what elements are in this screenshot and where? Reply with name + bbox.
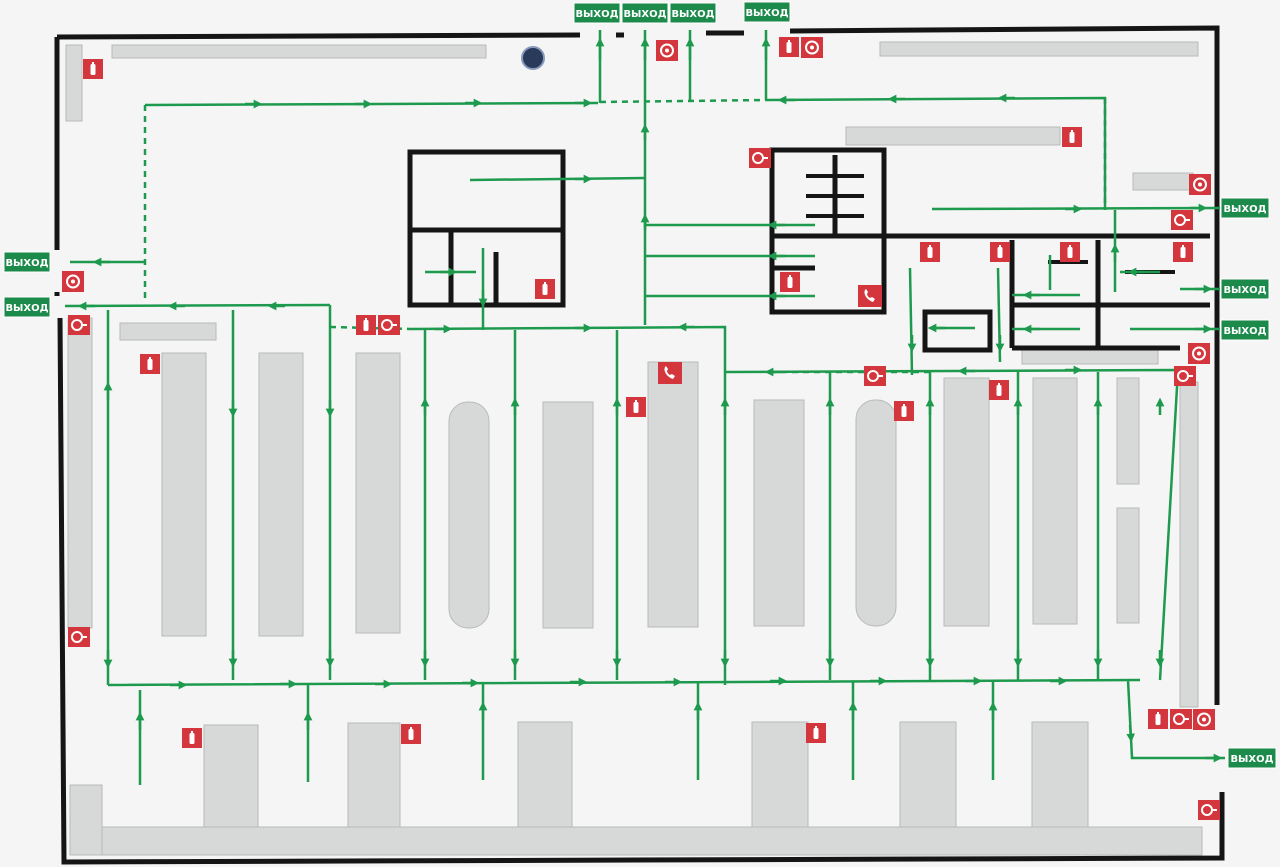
emergency-phone-icon — [858, 285, 882, 307]
fire-extinguisher-icon — [990, 242, 1010, 262]
rack — [101, 826, 1203, 856]
rack — [161, 352, 207, 637]
fire-extinguisher-icon — [780, 272, 800, 292]
fire-extinguisher-icon — [920, 242, 940, 262]
rack — [258, 352, 304, 637]
rack — [1116, 377, 1140, 485]
direction-arrows — [77, 37, 1223, 763]
rack — [65, 44, 83, 122]
rack — [542, 401, 594, 629]
svg-text:ВЫХОД: ВЫХОД — [745, 8, 788, 19]
fire-extinguisher-icon — [779, 37, 799, 57]
fire-alarm-buttons — [62, 37, 1215, 730]
fire-hose-icon — [1171, 210, 1193, 230]
svg-text:ВЫХОД: ВЫХОД — [1223, 326, 1266, 337]
rack — [69, 784, 103, 856]
fire-hose-icon — [68, 315, 90, 335]
rack — [67, 317, 93, 629]
fire-extinguisher-icon — [1148, 709, 1168, 729]
svg-text:ВЫХОД: ВЫХОД — [1223, 285, 1266, 296]
rack — [753, 399, 805, 627]
outer-wall — [56, 25, 1220, 705]
route-path — [143, 98, 1107, 374]
emergency-phone-icon — [658, 362, 682, 384]
rack — [1032, 377, 1078, 625]
fire-hose-cabinets — [68, 148, 1220, 820]
fire-alarm-button-icon — [1193, 709, 1215, 730]
rack — [1179, 381, 1199, 708]
rack — [1116, 507, 1140, 624]
exit-sign-left-2: ВЫХОД — [3, 296, 51, 318]
svg-text:ВЫХОД: ВЫХОД — [623, 9, 666, 20]
outer-wall — [54, 37, 1225, 865]
exit-sign-right-2: ВЫХОД — [1220, 278, 1270, 300]
fire-hose-icon — [1198, 800, 1220, 820]
storage-racks — [65, 41, 1203, 856]
exit-sign-left-1: ВЫХОД — [3, 251, 51, 273]
building-walls — [54, 25, 1225, 865]
exit-sign-top-2: ВЫХОД — [621, 2, 669, 24]
rack — [119, 322, 217, 341]
fire-extinguisher-icon — [806, 723, 826, 743]
evacuation-routes-dashed — [143, 98, 1107, 374]
fire-extinguisher-icon — [1062, 127, 1082, 147]
fire-alarm-button-icon — [801, 37, 823, 58]
fire-hose-icon — [68, 627, 90, 647]
exit-sign-top-1: ВЫХОД — [573, 2, 621, 24]
fire-hose-icon — [864, 366, 886, 386]
office-wall — [884, 233, 1210, 353]
svg-text:ВЫХОД: ВЫХОД — [575, 9, 618, 20]
fire-extinguisher-icon — [626, 397, 646, 417]
rack — [1021, 349, 1159, 365]
fire-hose-icon — [1170, 709, 1192, 729]
exit-sign-top-3: ВЫХОД — [669, 2, 717, 24]
rack — [448, 401, 490, 629]
exit-sign-top-4: ВЫХОД — [743, 1, 791, 23]
you-are-here-marker — [521, 46, 545, 70]
svg-text:ВЫХОД: ВЫХОД — [1223, 204, 1266, 215]
fire-extinguishers — [83, 37, 1193, 748]
fire-hose-icon — [749, 148, 771, 168]
fire-hose-icon — [378, 315, 400, 335]
fire-extinguisher-icon — [1060, 242, 1080, 262]
fire-alarm-button-icon — [1189, 174, 1211, 195]
exit-sign-right-1: ВЫХОД — [1220, 197, 1270, 219]
rack — [879, 41, 1199, 57]
fire-extinguisher-icon — [182, 728, 202, 748]
svg-text:ВЫХОД: ВЫХОД — [671, 9, 714, 20]
fire-extinguisher-icon — [401, 724, 421, 744]
rack — [355, 352, 401, 634]
rack — [1132, 172, 1194, 191]
fire-extinguisher-icon — [140, 354, 160, 374]
office-wall — [769, 147, 887, 315]
rack — [845, 126, 1061, 146]
fire-alarm-button-icon — [656, 40, 678, 61]
office-wall — [407, 149, 566, 308]
svg-text:ВЫХОД: ВЫХОД — [5, 303, 48, 314]
svg-text:ВЫХОД: ВЫХОД — [5, 258, 48, 269]
rack — [111, 44, 487, 59]
exit-sign-right-4: ВЫХОД — [1227, 747, 1277, 769]
fire-extinguisher-icon — [356, 315, 376, 335]
route-path — [138, 682, 995, 785]
exit-signs: ВЫХОД ВЫХОД ВЫХОД ВЫХОД ВЫХОД ВЫХОД ВЫХО… — [3, 1, 1277, 769]
rack — [855, 399, 897, 627]
fire-alarm-button-icon — [62, 271, 84, 292]
fire-extinguisher-icon — [894, 401, 914, 421]
emergency-phones — [658, 285, 882, 384]
rack — [943, 377, 990, 627]
route-path — [106, 305, 1100, 685]
fire-extinguisher-icon — [83, 59, 103, 79]
svg-text:ВЫХОД: ВЫХОД — [1230, 754, 1273, 765]
exit-sign-right-3: ВЫХОД — [1220, 319, 1270, 341]
rack — [647, 361, 699, 628]
fire-alarm-button-icon — [1188, 343, 1210, 364]
fire-extinguisher-icon — [535, 279, 555, 299]
fire-extinguisher-icon — [989, 380, 1009, 400]
fire-hose-icon — [1174, 366, 1196, 386]
fire-extinguisher-icon — [1173, 242, 1193, 262]
